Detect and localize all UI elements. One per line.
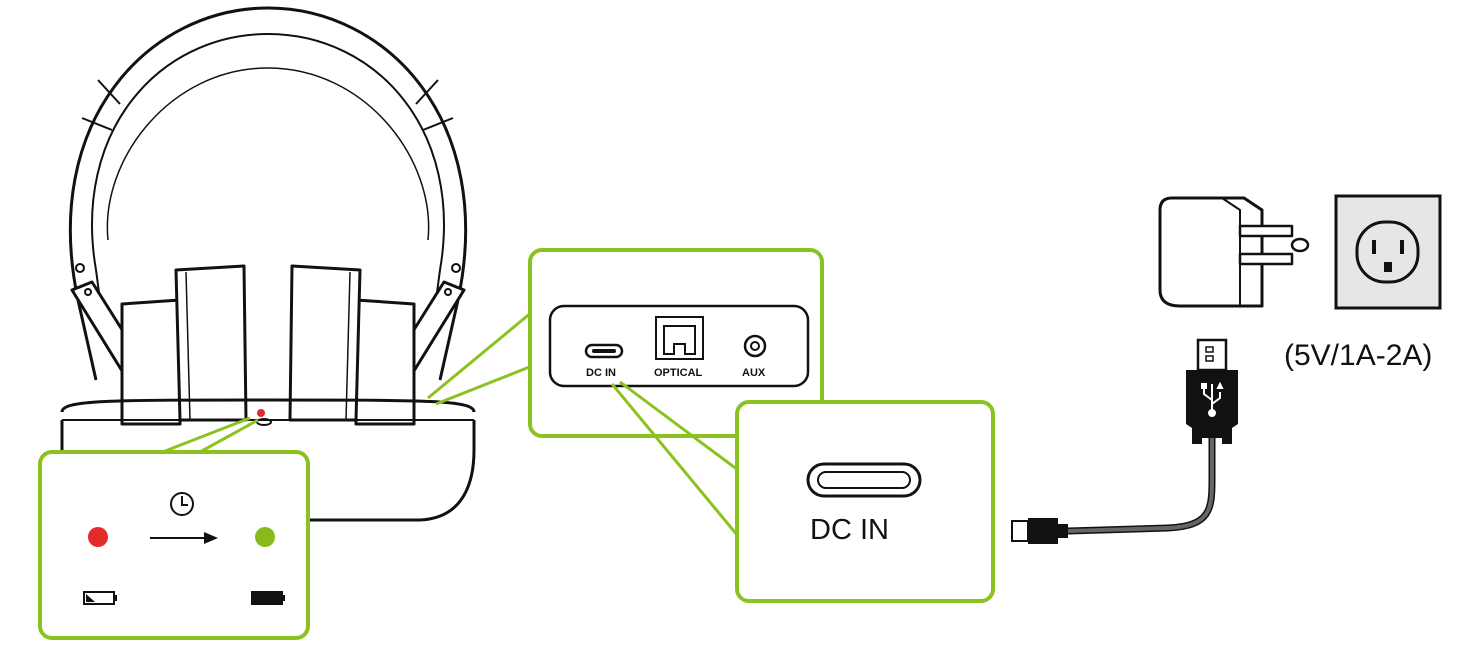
- port-panel: [548, 304, 810, 388]
- wall-adapter: [1158, 196, 1310, 308]
- headband-inner: [91, 33, 445, 331]
- power-spec-label: (5V/1A-2A): [1284, 339, 1432, 372]
- battery-low-icon: [83, 591, 117, 605]
- dc-in-label-large: DC IN: [810, 514, 889, 546]
- aux-port: [743, 334, 767, 358]
- headphones: [68, 6, 468, 426]
- led-callout: [38, 416, 310, 640]
- led-green-indicator: [255, 527, 275, 547]
- dc-in-port-small: [584, 343, 624, 359]
- base-led: [257, 409, 265, 417]
- aux-label: AUX: [742, 367, 766, 379]
- ports-callout: DC IN OPTICAL AUX: [427, 248, 824, 438]
- dc-in-port-large: [806, 462, 922, 498]
- usb-icon: [1201, 381, 1224, 417]
- led-red-indicator: [88, 527, 108, 547]
- usb-cable: [1011, 338, 1238, 544]
- optical-port: [655, 316, 704, 360]
- headband: [68, 6, 468, 381]
- clock-icon: [170, 492, 194, 516]
- arrow-icon: [150, 532, 218, 544]
- wall-outlet-icon: [1334, 194, 1442, 310]
- dc-in-callout: DC IN: [610, 380, 995, 603]
- ear-cup-left: [120, 298, 182, 426]
- optical-label: OPTICAL: [654, 367, 703, 379]
- ear-cup-right: [354, 298, 416, 426]
- dc-in-label-small: DC IN: [586, 367, 616, 379]
- battery-full-icon: [251, 591, 285, 605]
